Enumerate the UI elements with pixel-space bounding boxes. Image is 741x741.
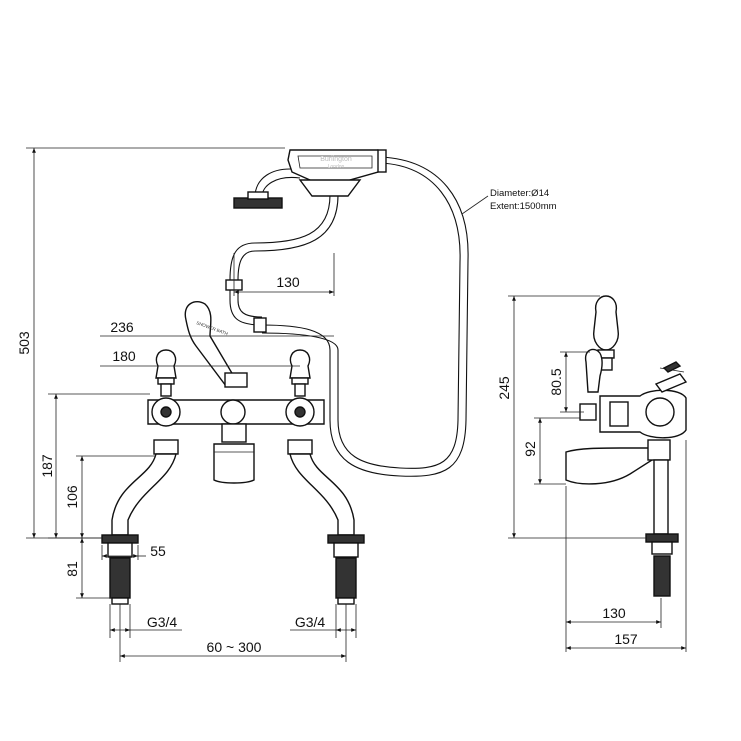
side-threaded-tail — [653, 555, 671, 597]
dim-side-height: 245 — [496, 376, 512, 400]
side-column — [653, 459, 669, 535]
shower-hose — [261, 156, 469, 477]
dim-side-spout-reach: 130 — [602, 605, 626, 621]
side-dimensions: 245 80.5 92 130 157 — [496, 295, 687, 652]
right-threaded-tail — [335, 557, 357, 599]
right-flange — [327, 534, 365, 544]
diverter-lever — [184, 301, 237, 387]
dim-flange-width: 55 — [150, 543, 166, 559]
handset-brand-sub: London — [328, 164, 345, 170]
hot-lever-handle — [155, 349, 177, 379]
handset-brand-text: Burlington — [320, 156, 352, 163]
dim-handset-offset: 130 — [276, 274, 300, 290]
dim-centres: 60 ~ 300 — [207, 639, 262, 655]
hose-diameter-note: Diameter:Ø14 — [490, 188, 549, 199]
left-leg — [111, 453, 177, 536]
dim-leg-height: 187 — [39, 454, 55, 478]
dim-thread-left: G3/4 — [147, 614, 178, 630]
dim-side-total-reach: 157 — [614, 631, 638, 647]
dim-side-spout-height: 92 — [522, 441, 538, 457]
left-flange — [101, 534, 139, 544]
cold-lever-handle — [289, 349, 311, 379]
dim-inner-width: 180 — [112, 348, 136, 364]
handset-riser — [229, 194, 331, 326]
front-view: Burlington London SHOWER BATH — [101, 149, 469, 605]
dim-tail-length: 81 — [64, 561, 80, 577]
side-view — [565, 295, 688, 597]
front-dimensions: 503 130 236 180 187 106 81 55 — [16, 147, 557, 662]
dim-side-lever-height: 80.5 — [548, 368, 564, 395]
dim-thread-right: G3/4 — [295, 614, 326, 630]
dim-outer-width: 236 — [110, 319, 134, 335]
hose-extent-note: Extent:1500mm — [490, 201, 557, 212]
right-leg — [289, 453, 355, 536]
side-spout — [565, 447, 653, 485]
side-lever-handle — [592, 295, 620, 351]
dim-overall-height: 503 — [16, 331, 32, 355]
front-spout — [213, 443, 255, 484]
dim-spout-height: 106 — [64, 485, 80, 509]
left-threaded-tail — [109, 557, 131, 599]
